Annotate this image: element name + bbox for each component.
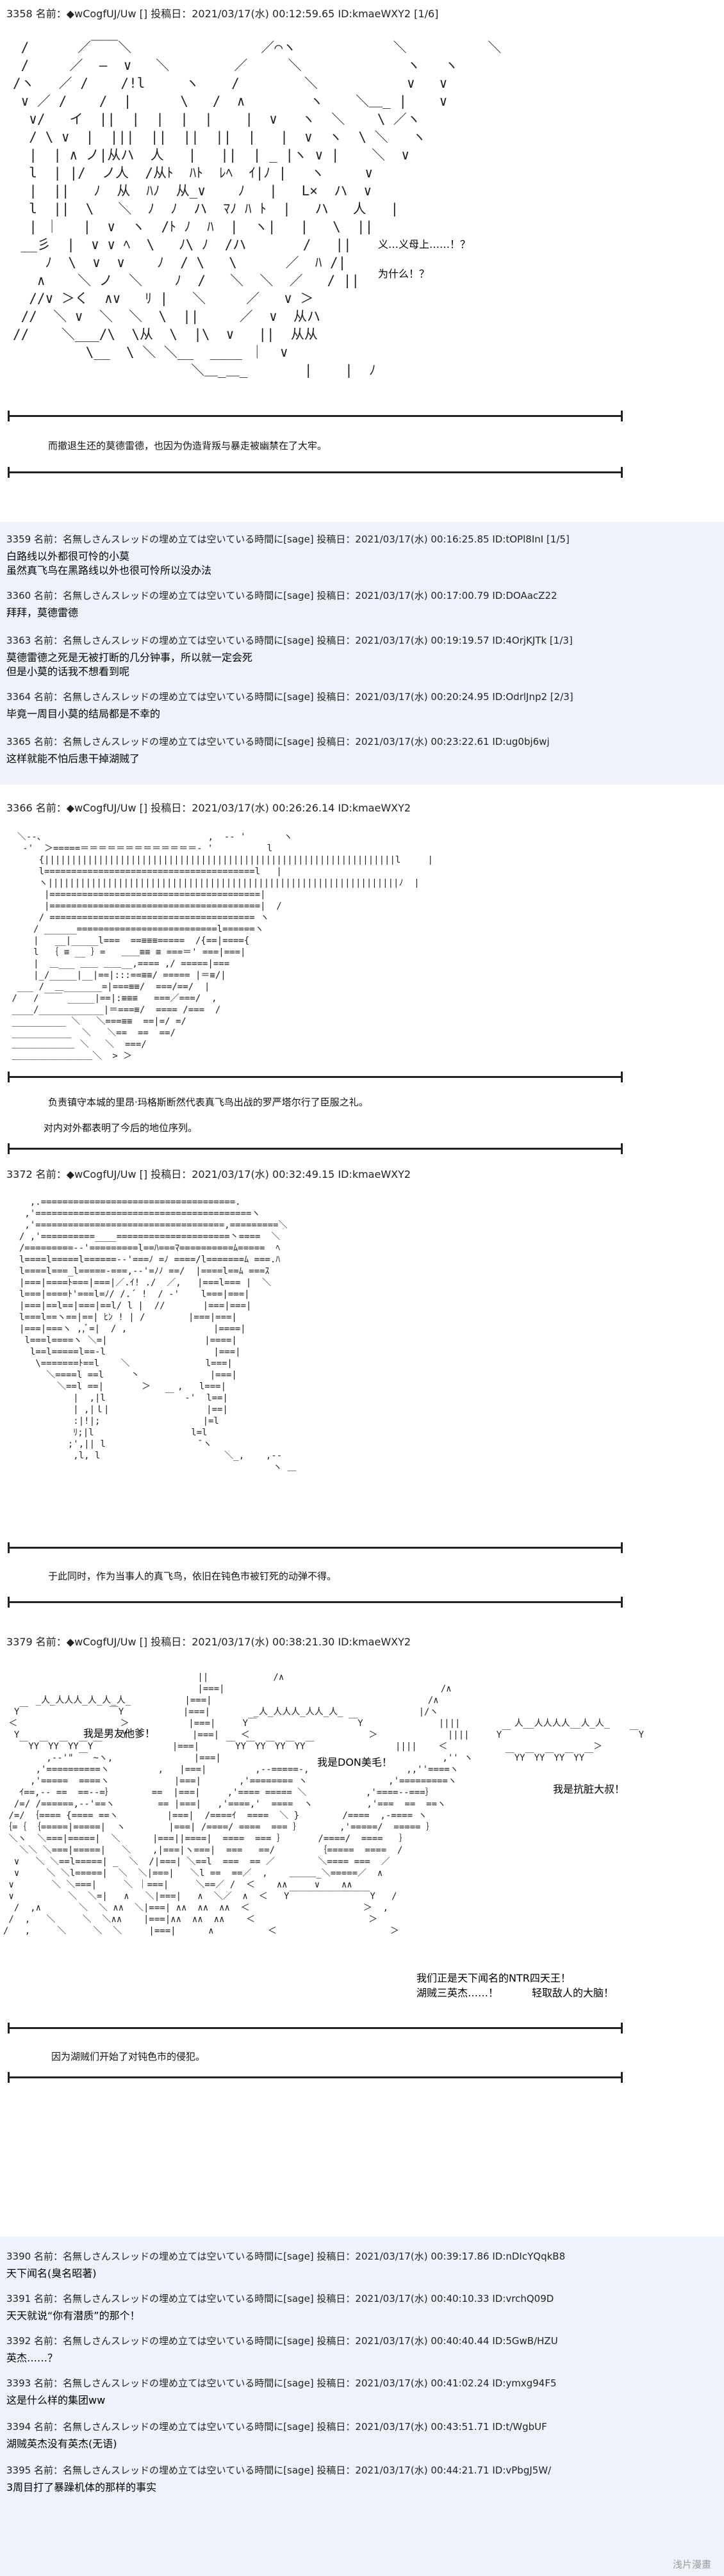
reply-line: 但是小莫的话我不想看到呢 [6,665,130,678]
reply-header: 3360 名前：名無しさんスレッドの埋め立ては空いている時間に[sage] 投稿… [6,590,557,601]
ascii-art-reuenthal: ＼‐-、 , -‐ ' ヽ ‐' ＞=====＝＝＝＝＝＝＝＝＝＝＝＝＝‐ ' … [12,832,433,1061]
caption-divider-top [8,2023,623,2034]
reply-header: 3391 名前：名無しさんスレッドの埋め立ては空いている時間に[sage] 投稿… [6,2293,554,2304]
site-watermark: 浅片漫畫 [672,2559,711,2570]
caption-divider-top [8,411,623,421]
reply-line: 湖贼英杰没有英杰(无语) [6,2438,117,2450]
caption-divider-bottom [8,2072,623,2083]
reply-header: 3363 名前：名無しさんスレッドの埋め立ては空いている時間に[sage] 投稿… [6,635,573,646]
reply-line: 毕竟一周目小莫的结局都是不幸的 [6,708,161,720]
reply-header: 3364 名前：名無しさんスレッドの埋め立ては空いている時間に[sage] 投稿… [6,691,573,703]
reply-line: 莫德雷德之死是无被打断的几分钟事，所以就一定会死 [6,651,253,664]
ascii-art-mordred: / ／￣￣＼ ／⌒ヽ ＼ ＼ / ／ ― ∨ ＼ ／ ＼ ヽ ヽ /ヽ ／ / … [13,40,502,378]
speech-bubble-6: 轻取敌人的大脑！ [532,1987,614,1999]
post-3358: 3358 名前：◆wCogfUJ/Uw [] 投稿日：2021/03/17(水)… [0,0,724,487]
reply-header: 3390 名前：名無しさんスレッドの埋め立ては空いている時間に[sage] 投稿… [6,2251,566,2262]
speech-line-1: 义…义母上……！？ [378,238,471,250]
post-3372: 3372 名前：◆wCogfUJ/Uw [] 投稿日：2021/03/17(水)… [0,1159,724,1620]
replies-group-2: 3390 名前：名無しさんスレッドの埋め立ては空いている時間に[sage] 投稿… [0,2237,724,2576]
reply-line: 3周目打了暴躁机体的那样的事实 [6,2481,157,2493]
reply-line: 英杰……？ [6,2352,58,2364]
speech-bubble-1: 我是男友他爹！ [83,1727,156,1740]
caption-divider-top [8,1542,623,1553]
caption-divider-bottom [8,1597,623,1608]
caption-divider-bottom [8,1143,623,1154]
caption-divider-top [8,1072,623,1082]
post-3366: 3366 名前：◆wCogfUJ/Uw [] 投稿日：2021/03/17(水)… [0,794,724,1154]
ascii-art-four-kings: || /∧ |===| /∧ _人_人人人_人_人_人_ |===| /∧ Y￣… [3,1672,645,1936]
ascii-art-asuka: ,.====================================. … [19,1197,297,1472]
speech-bubble-4: 我们正是天下闻名的NTR四天王！ [416,1972,571,1984]
reply-header: 3359 名前：名無しさんスレッドの埋め立ては空いている時間に[sage] 投稿… [6,534,570,545]
reply-header: 3393 名前：名無しさんスレッドの埋め立ては空いている時間に[sage] 投稿… [6,2377,557,2389]
post-header: 3379 名前：◆wCogfUJ/Uw [] 投稿日：2021/03/17(水)… [6,1636,411,1648]
narration-caption: 因为湖贼们开始了对钝色市的侵犯。 [51,2051,206,2062]
caption-divider-bottom [8,467,623,478]
narration-caption-2: 对内对外都表明了今后的地位序列。 [44,1122,198,1134]
reply-line: 拜拜，莫德雷德 [6,607,79,619]
reply-header: 3392 名前：名無しさんスレッドの埋め立ては空いている時間に[sage] 投稿… [6,2335,558,2347]
replies-group-1: 3359 名前：名無しさんスレッドの埋め立ては空いている時間に[sage] 投稿… [0,522,724,785]
reply-header: 3365 名前：名無しさんスレッドの埋め立ては空いている時間に[sage] 投稿… [6,736,550,747]
reply-header: 3394 名前：名無しさんスレッドの埋め立ては空いている時間に[sage] 投稿… [6,2421,547,2433]
post-header: 3366 名前：◆wCogfUJ/Uw [] 投稿日：2021/03/17(水)… [6,802,411,814]
reply-line: 天下闻名(臭名昭著) [6,2267,97,2279]
post-3379: 3379 名前：◆wCogfUJ/Uw [] 投稿日：2021/03/17(水)… [0,1627,724,2238]
reply-line: 虽然真飞鸟在黑路线以外也很可怜所以没办法 [6,564,212,576]
post-header: 3358 名前：◆wCogfUJ/Uw [] 投稿日：2021/03/17(水)… [6,8,439,20]
reply-line: 白路线以外都很可怜的小莫 [6,550,130,562]
reply-header: 3395 名前：名無しさんスレッドの埋め立ては空いている時間に[sage] 投稿… [6,2465,552,2476]
speech-bubble-5: 湖贼三英杰……！ [416,1987,499,1999]
narration-caption-1: 负责镇守本城的里昂·玛格斯断然代表真飞鸟出战的罗严塔尔行了臣服之礼。 [48,1096,368,1108]
post-header: 3372 名前：◆wCogfUJ/Uw [] 投稿日：2021/03/17(水)… [6,1168,411,1180]
speech-bubble-2: 我是DON美毛！ [317,1756,392,1768]
reply-line: 这是什么样的集团ww [6,2394,106,2406]
speech-line-2: 为什么！？ [378,268,430,280]
speech-bubble-3: 我是抗脏大叔！ [553,1783,625,1795]
narration-caption: 而撤退生还的莫德雷德，也因为伪造背叛与暴走被幽禁在了大牢。 [48,440,327,452]
reply-line: 天天就说“你有潜质”的那个！ [6,2310,140,2322]
narration-caption: 于此同时，作为当事人的真飞鸟，依旧在钝色市被钉死的动弹不得。 [48,1570,337,1582]
reply-line: 这样就能不怕后患干掉湖贼了 [6,753,140,765]
